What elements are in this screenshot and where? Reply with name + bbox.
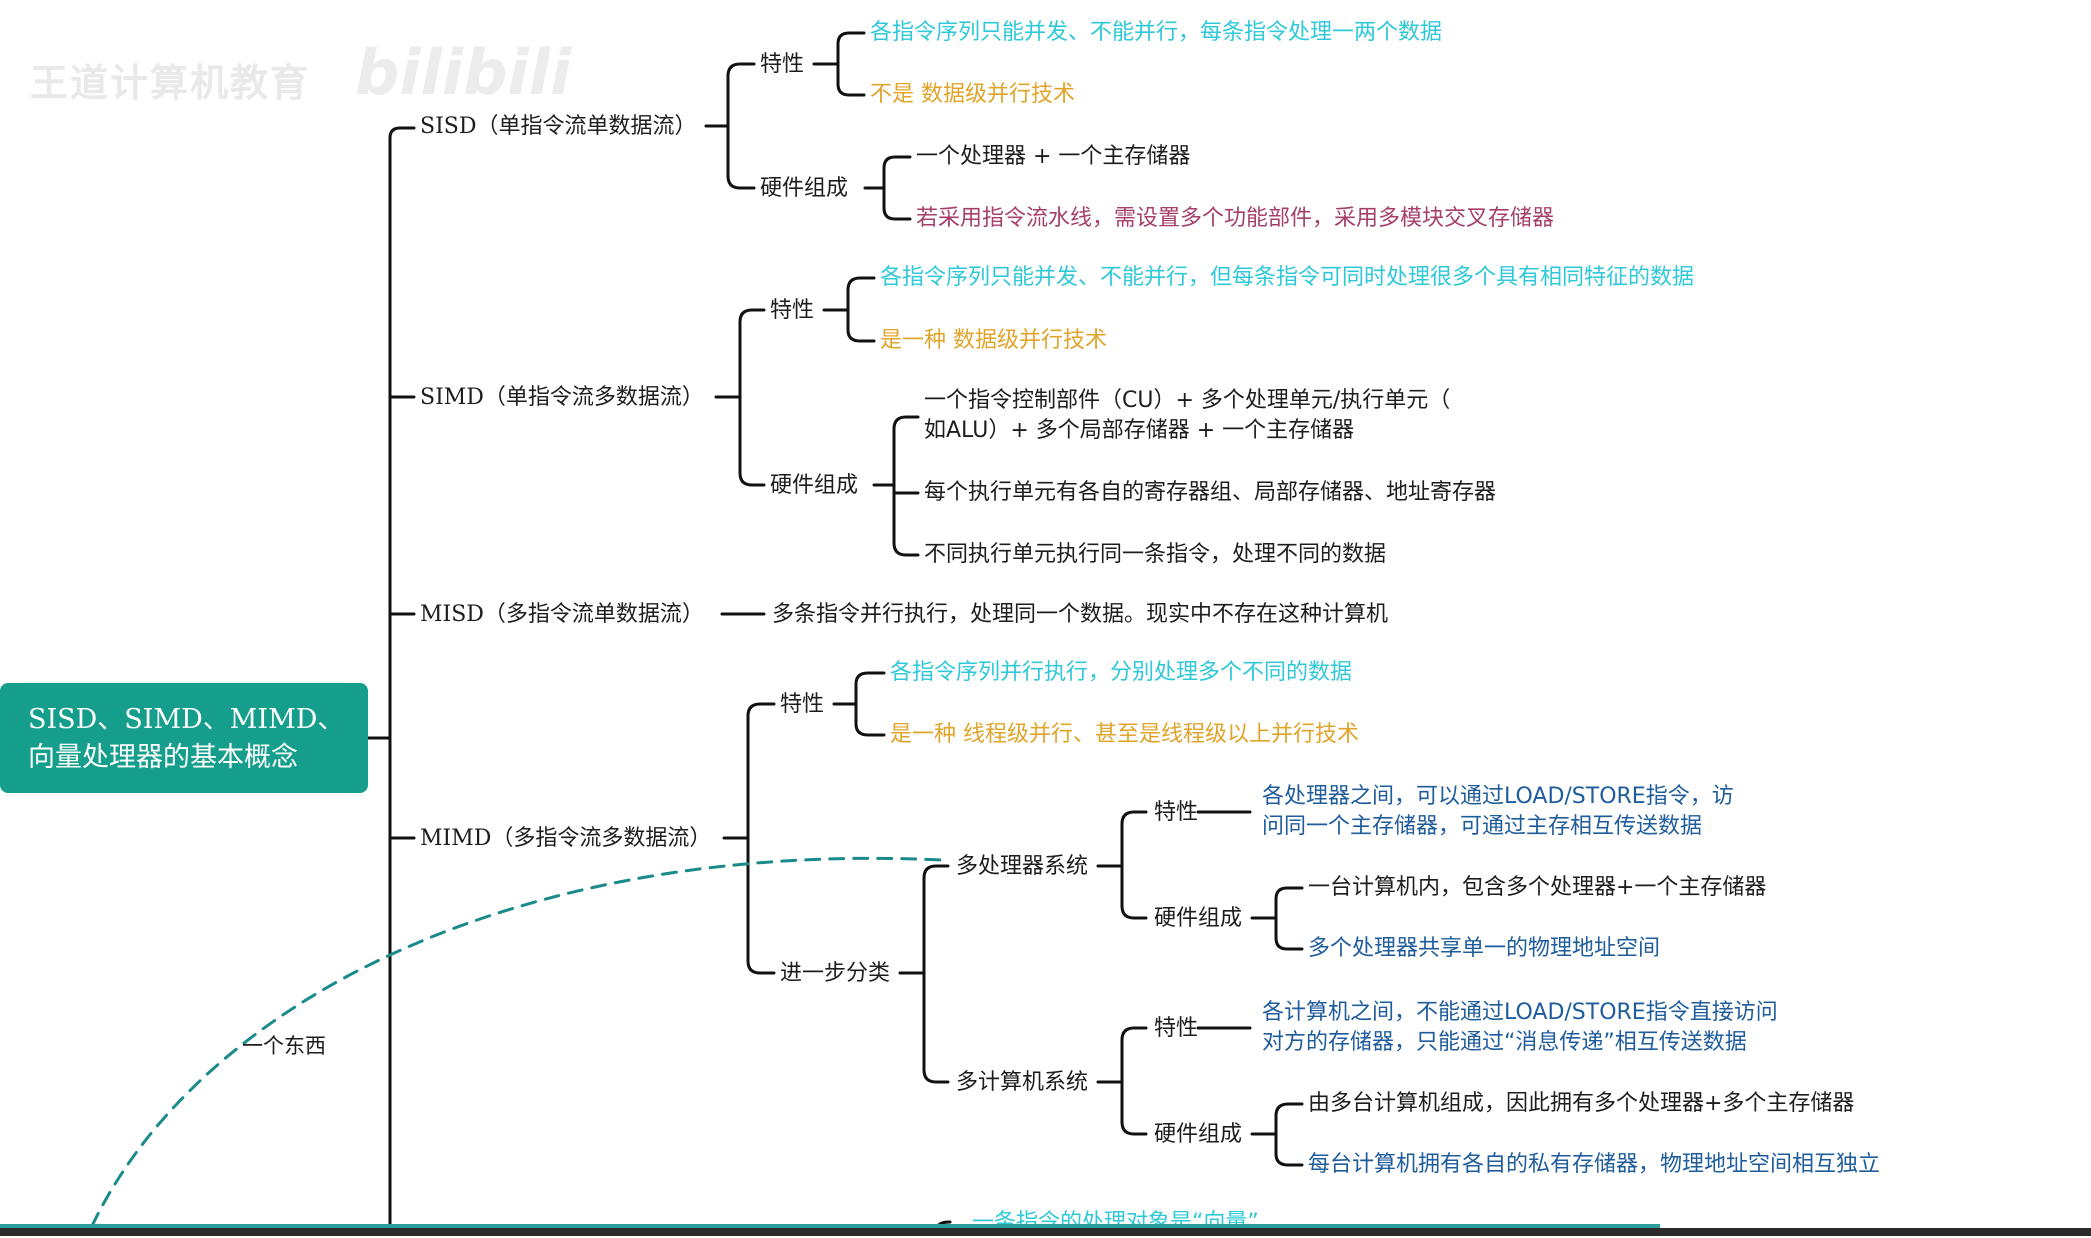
sisd-feature-node[interactable]: 特性: [760, 52, 805, 77]
multicomputer-hw-node[interactable]: 硬件组成: [1154, 1122, 1243, 1147]
root-line-2: 向量处理器的基本概念: [28, 742, 298, 773]
multicomputer-node[interactable]: 多计算机系统: [956, 1070, 1089, 1095]
multiprocessor-hw-node[interactable]: 硬件组成: [1154, 906, 1243, 931]
simd-node[interactable]: SIMD（单指令流多数据流）: [420, 385, 704, 410]
multicomputer-hw-1[interactable]: 由多台计算机组成，因此拥有多个处理器+多个主存储器: [1308, 1091, 1855, 1116]
multicomputer-feature-node[interactable]: 特性: [1154, 1016, 1199, 1041]
simd-hw-1-line1[interactable]: 一个指令控制部件（CU）+ 多个处理单元/执行单元（: [924, 388, 1451, 413]
multicomputer-feature-line2[interactable]: 对方的存储器，只能通过“消息传递”相互传送数据: [1262, 1030, 1747, 1055]
annotation-label: 一个东西: [242, 1034, 326, 1058]
multiprocessor-hw-1[interactable]: 一台计算机内，包含多个处理器+一个主存储器: [1308, 875, 1767, 900]
root-node[interactable]: SISD、SIMD、MIMD、 向量处理器的基本概念: [0, 683, 368, 793]
mimd-node[interactable]: MIMD（多指令流多数据流）: [420, 826, 712, 851]
dashed-annotation-curve: [90, 856, 944, 1228]
sisd-hw-1[interactable]: 一个处理器 + 一个主存储器: [916, 144, 1191, 169]
misd-node[interactable]: MISD（多指令流单数据流）: [420, 602, 704, 627]
sisd-feature-1[interactable]: 各指令序列只能并发、不能并行，每条指令处理一两个数据: [870, 20, 1443, 45]
multiprocessor-feature-line2[interactable]: 问同一个主存储器，可通过主存相互传送数据: [1262, 814, 1703, 839]
sisd-hw-node[interactable]: 硬件组成: [760, 176, 849, 201]
mimd-feature-node[interactable]: 特性: [780, 692, 825, 717]
multicomputer-feature-line1[interactable]: 各计算机之间，不能通过LOAD/STORE指令直接访问: [1262, 1000, 1778, 1025]
watermark-text: 王道计算机教育: [30, 61, 311, 105]
main-trunk: [388, 126, 416, 1236]
sisd-node[interactable]: SISD（单指令流单数据流）: [420, 114, 697, 139]
sisd-hw-2[interactable]: 若采用指令流水线，需设置多个功能部件，采用多模块交叉存储器: [916, 206, 1555, 231]
simd-feature-node[interactable]: 特性: [770, 298, 815, 323]
simd-feature-1[interactable]: 各指令序列只能并发、不能并行，但每条指令可同时处理很多个具有相同特征的数据: [880, 265, 1695, 290]
root-line-1: SISD、SIMD、MIMD、: [28, 704, 345, 735]
simd-hw-node[interactable]: 硬件组成: [770, 473, 859, 498]
simd-hw-2[interactable]: 每个执行单元有各自的寄存器组、局部存储器、地址寄存器: [924, 480, 1497, 505]
multiprocessor-hw-2[interactable]: 多个处理器共享单一的物理地址空间: [1308, 936, 1661, 961]
multiprocessor-feature-line1[interactable]: 各处理器之间，可以通过LOAD/STORE指令，访: [1262, 784, 1734, 809]
progress-line: [0, 1224, 1660, 1228]
bilibili-logo: bilibili: [355, 36, 572, 109]
multiprocessor-node[interactable]: 多处理器系统: [956, 854, 1089, 879]
simd-hw-1-line2[interactable]: 如ALU）+ 多个局部存储器 + 一个主存储器: [924, 418, 1355, 443]
bottom-bar: [0, 1228, 2091, 1236]
mimd-further-node[interactable]: 进一步分类: [780, 961, 891, 986]
mimd-feature-1[interactable]: 各指令序列并行执行，分别处理多个不同的数据: [890, 660, 1353, 685]
simd-hw-3[interactable]: 不同执行单元执行同一条指令，处理不同的数据: [924, 542, 1387, 567]
mimd-feature-2[interactable]: 是一种 线程级并行、甚至是线程级以上并行技术: [890, 722, 1359, 747]
simd-feature-2[interactable]: 是一种 数据级并行技术: [880, 328, 1107, 353]
misd-desc[interactable]: 多条指令并行执行，处理同一个数据。现实中不存在这种计算机: [772, 602, 1389, 627]
multiprocessor-feature-node[interactable]: 特性: [1154, 800, 1199, 825]
sisd-feature-2[interactable]: 不是 数据级并行技术: [870, 82, 1075, 107]
multicomputer-hw-2[interactable]: 每台计算机拥有各自的私有存储器，物理地址空间相互独立: [1308, 1152, 1881, 1177]
